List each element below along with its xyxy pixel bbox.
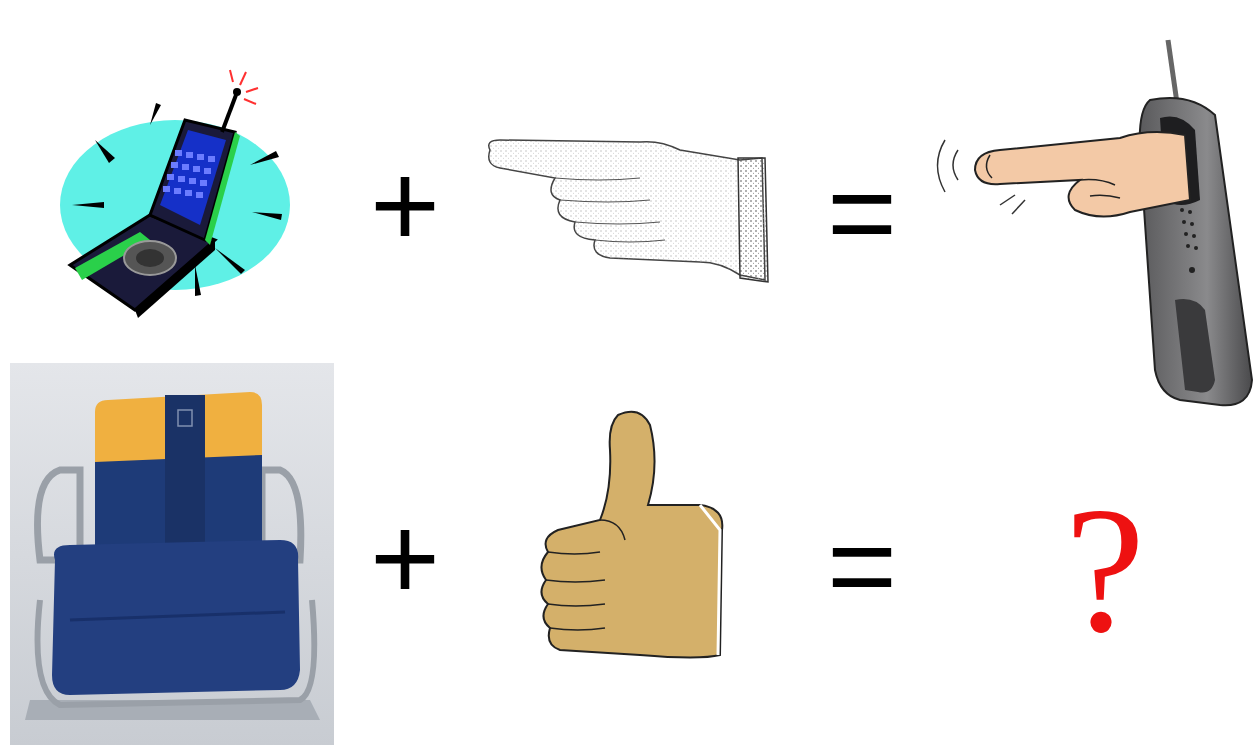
pointing-hand bbox=[489, 140, 768, 282]
plus-sign: + bbox=[370, 498, 440, 618]
finger-through-phone bbox=[938, 40, 1253, 405]
plus-sign: + bbox=[370, 145, 440, 265]
equals-sign: = bbox=[827, 152, 897, 272]
thumbs-up-hand bbox=[541, 412, 722, 658]
chair-photo bbox=[10, 363, 334, 745]
question-mark: ? bbox=[1065, 480, 1145, 660]
flip-phone bbox=[60, 70, 290, 318]
equals-sign: = bbox=[827, 505, 897, 625]
